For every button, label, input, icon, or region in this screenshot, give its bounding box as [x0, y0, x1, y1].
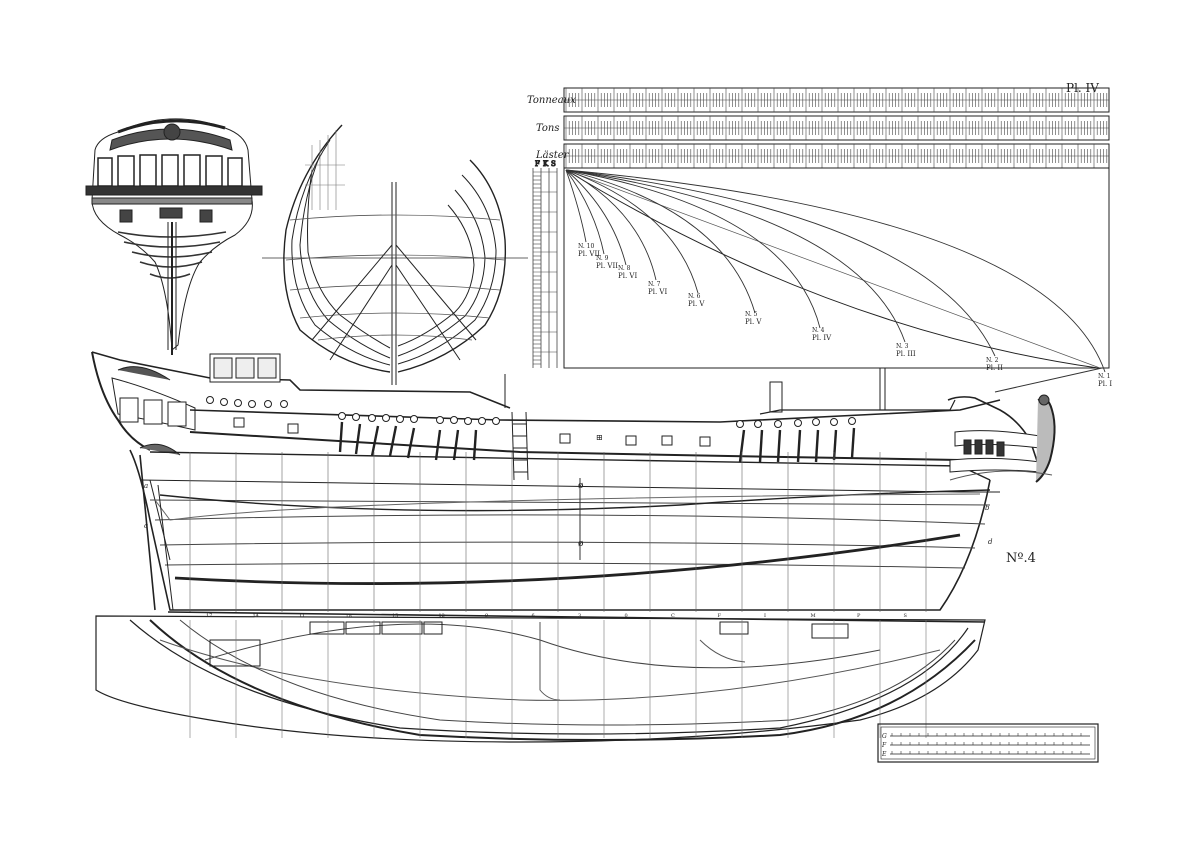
half-breadth-deck-openings [209, 621, 849, 667]
curve-label-plate: Pl. VII [578, 250, 600, 258]
stern-castle [91, 351, 511, 456]
legend-row-g: G [882, 733, 887, 740]
curve-label-plate: Pl. VI [648, 288, 667, 296]
deck-hatches [233, 417, 711, 447]
station-label: C [671, 613, 675, 619]
hull-letter-a: a [144, 482, 148, 490]
vertical-scale-ticks [533, 171, 557, 365]
curve-label-number: N. 6 [688, 293, 701, 300]
stern-carving [109, 123, 233, 151]
half-breadth-plan [95, 615, 986, 743]
half-breadth-stations [189, 620, 927, 738]
station-label: M [811, 613, 816, 619]
curve-label-plate: Pl. IV [812, 334, 832, 342]
scale-legend: G F E [877, 723, 1099, 763]
station-label: 14 [253, 613, 259, 619]
scale-label-laster: Läster [535, 150, 570, 161]
curve-label-plate: Pl. V [745, 318, 762, 326]
station-label: S [904, 613, 908, 619]
curve-label-plate: Pl. VI [618, 272, 637, 280]
station-label: 18 [346, 613, 352, 619]
station-label: F [718, 613, 722, 619]
scale-label-tons: Tons [536, 123, 560, 134]
station-label: 0 [625, 613, 628, 619]
hull-profile: ø ø ⊞ a b c d [91, 351, 1103, 623]
tonnage-scales: Tonneaux Tons Läster Pl. IV [527, 81, 1110, 169]
curve-label-number: N. 8 [618, 265, 631, 272]
curve-label-number: N. 7 [648, 281, 661, 288]
cannons [338, 421, 856, 463]
body-plan [262, 124, 528, 385]
hull-letter-b: b [985, 504, 990, 512]
stern-gallery-rail [85, 185, 263, 196]
midship-mark: ⊞ [596, 433, 603, 442]
curve-label-plate: Pl. III [896, 350, 916, 358]
stern-elevation [85, 118, 263, 355]
displacement-diagram: F K S [532, 160, 1110, 373]
plate-number: Pl. IV [1066, 81, 1099, 95]
curve-label-number: N. 1 [1098, 373, 1111, 380]
scale-label-tonneaux: Tonneaux [527, 95, 576, 106]
curve-label-number: N. 10 [578, 243, 594, 250]
legend-row-e: E [881, 751, 887, 758]
stern-windows [97, 154, 243, 187]
scale-letter-s: S [551, 160, 556, 168]
curve-label-number: N. 9 [596, 255, 609, 262]
body-plan-diagonals [311, 244, 477, 361]
body-plan-gridlines [305, 130, 345, 210]
curve-label-plate: Pl. V [688, 300, 705, 308]
station-label: 12 [439, 613, 445, 619]
hull-letter-c: c [144, 522, 148, 530]
station-label: 3 [578, 613, 581, 619]
curve-label-number: N. 4 [812, 327, 825, 334]
station-label: 11 [299, 613, 305, 619]
curve-label-number: N. 2 [986, 357, 999, 364]
curve-label-plate: Pl. II [986, 364, 1003, 372]
hull-letter-d: d [988, 538, 993, 546]
body-plan-waterlines [285, 214, 506, 341]
figure-number: Nº.4 [1006, 551, 1036, 566]
station-label: 15 [392, 613, 398, 619]
station-label: I [764, 613, 766, 619]
station-label: 9 [485, 613, 488, 619]
curve-label-plate: Pl. VII [596, 262, 618, 270]
legend-ticks [891, 733, 1082, 754]
station-lines [189, 452, 927, 612]
hull-waterlines [149, 499, 991, 569]
scale-letter-k: K [543, 160, 549, 168]
forecastle [759, 394, 1056, 483]
displacement-curves [565, 169, 1106, 373]
curve-label-plate: Pl. I [1098, 380, 1112, 388]
curve-label-number: N. 3 [896, 343, 909, 350]
center-mark-top: ø [578, 481, 584, 491]
figurehead [1035, 397, 1056, 483]
center-mark-mid: ø [578, 539, 584, 549]
station-label: P [857, 613, 861, 619]
scale-hatching [564, 88, 1109, 168]
legend-row-f: F [881, 742, 887, 749]
mast-stubs [504, 367, 886, 413]
stern-lower-windows [119, 207, 213, 223]
scale-letter-f: F [535, 160, 540, 168]
bilge-curve [174, 533, 961, 585]
ladder [511, 411, 529, 481]
curve-label-number: N. 5 [745, 311, 758, 318]
gunports-upper [206, 396, 856, 428]
station-label: 6 [532, 613, 535, 619]
